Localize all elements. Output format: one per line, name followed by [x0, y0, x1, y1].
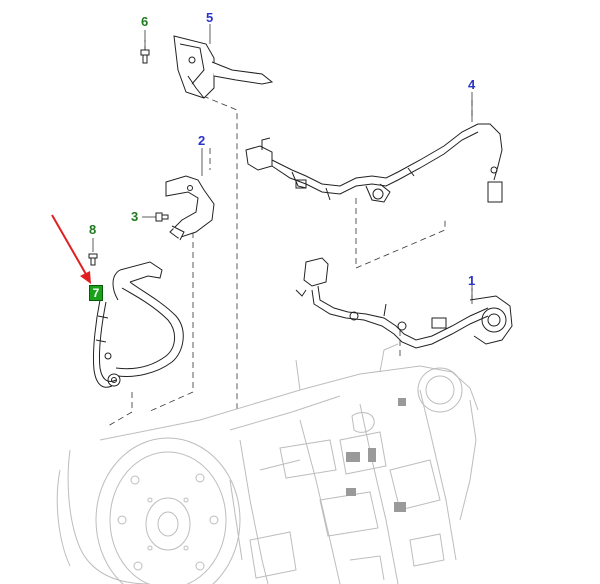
bracket-2-part	[165, 175, 215, 241]
bracket-5-part	[173, 35, 274, 99]
bolt-6-part	[140, 49, 150, 64]
callout-6: 6	[141, 14, 149, 29]
callout-5: 5	[206, 10, 214, 25]
leader-harness-4-to-1	[355, 198, 446, 269]
transmission-ghost-outline	[56, 343, 479, 584]
ground-cable-7-part	[92, 261, 184, 388]
callout-2: 2	[198, 133, 206, 148]
callout-3: 3	[131, 209, 139, 224]
transmission-detail-marks	[346, 398, 406, 512]
leader-cable-7-to-transmission	[107, 392, 133, 427]
callout-4: 4	[468, 77, 476, 92]
red-pointer-arrow	[51, 214, 91, 284]
wiring-harness-1-part	[295, 257, 513, 349]
callout-1: 1	[468, 273, 476, 288]
callout-stubs	[92, 24, 473, 304]
leader-lines	[97, 40, 473, 427]
callout-7-highlight: 7	[89, 285, 103, 301]
leader-bracket-5-to-transmission	[202, 95, 238, 410]
bolt-8-part	[88, 253, 98, 266]
leader-bracket-2-to-transmission	[147, 232, 194, 413]
wiring-harness-4-part	[245, 123, 503, 203]
callout-7: 7	[92, 286, 100, 300]
callout-8: 8	[89, 222, 97, 237]
bolt-3-part	[155, 212, 169, 222]
